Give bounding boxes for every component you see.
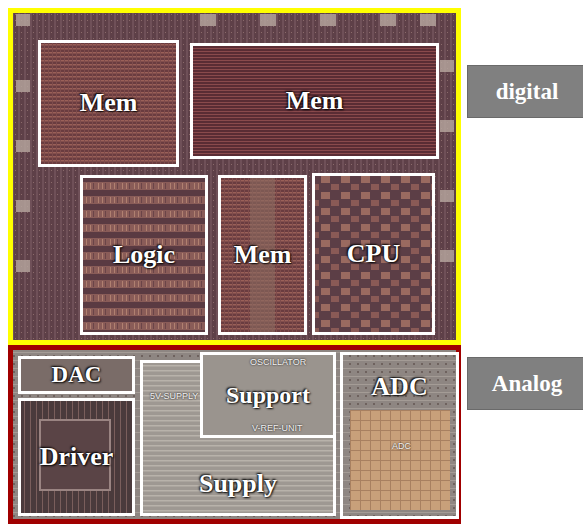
memory-block: Mem [190, 43, 439, 159]
analog-region: AnalogDACDriverSupportSupplyADC [8, 345, 461, 524]
die-marking: V-REF-UNIT [252, 424, 303, 433]
block-label: Supply [199, 470, 277, 499]
block-label: DAC [52, 362, 102, 387]
block-label: ADC [371, 373, 427, 402]
adc-block: ADC [340, 352, 459, 519]
digital-region: digitalMemMemLogicMemCPU [8, 8, 461, 345]
block-label: Logic [113, 241, 175, 270]
die-marking: OSCILLATOR [250, 358, 306, 367]
cpu-block: CPU [312, 173, 435, 335]
region-heading: Analog [467, 357, 583, 410]
block-label: Support [226, 382, 310, 408]
block-label: Driver [40, 443, 114, 472]
die-marking: ADC [392, 442, 411, 451]
memory-block: Mem [218, 175, 307, 335]
dac-block: DAC [18, 356, 135, 394]
block-label: Mem [234, 241, 292, 270]
memory-block: Mem [38, 40, 179, 167]
die-marking: 5V-SUPPLY [150, 392, 198, 401]
block-label: Mem [80, 89, 138, 118]
block-label: Mem [286, 87, 344, 116]
region-heading: digital [467, 65, 583, 118]
block-label: CPU [347, 240, 400, 269]
logic-block: Logic [80, 175, 208, 335]
driver-block: Driver [18, 398, 135, 516]
